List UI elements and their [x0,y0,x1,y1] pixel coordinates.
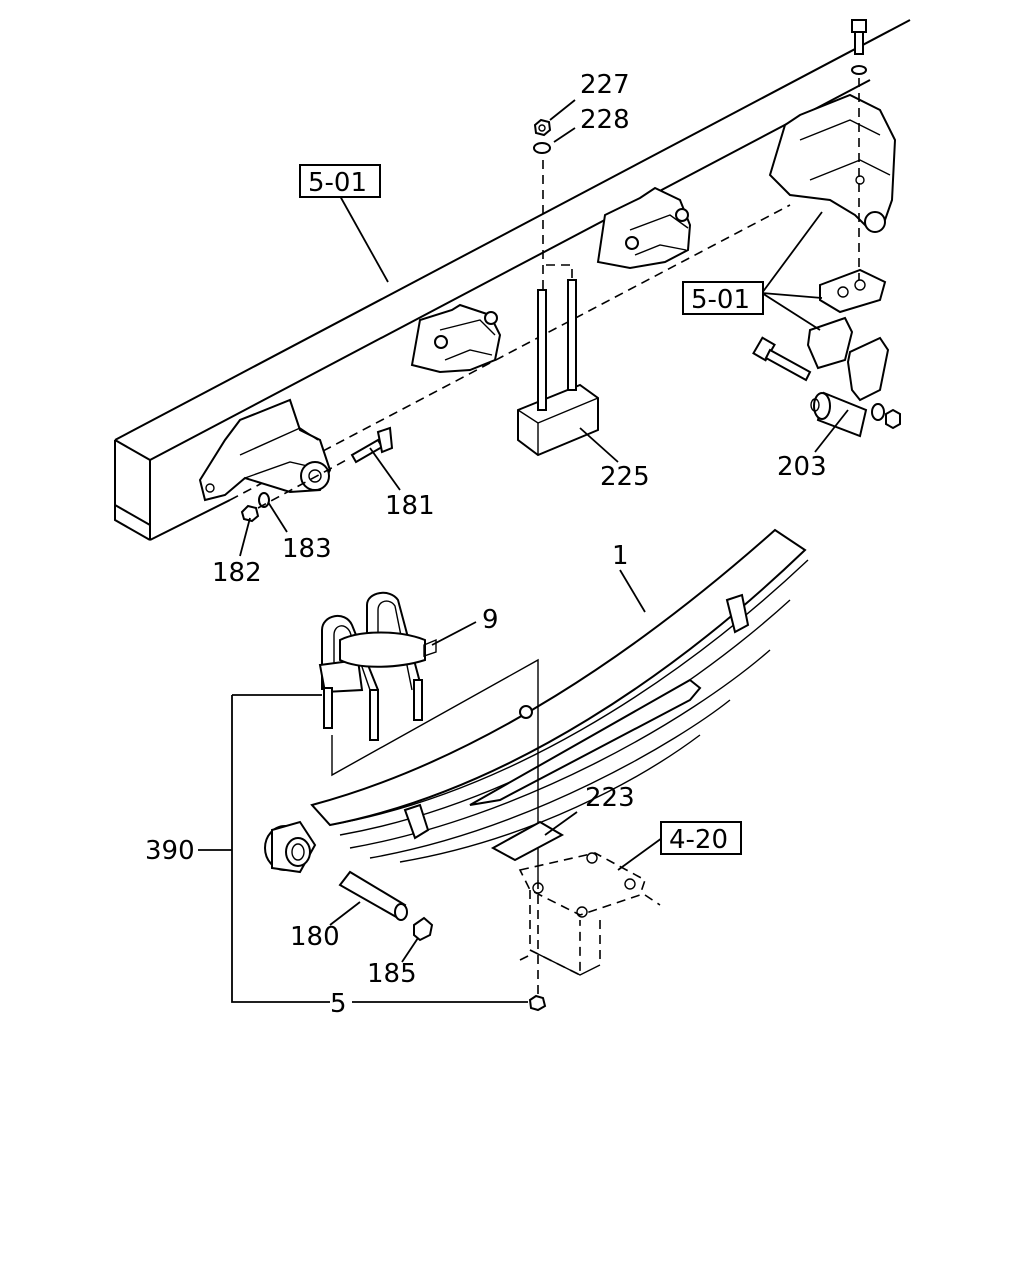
leader-181 [369,447,401,491]
rear-spring-hanger [768,93,897,402]
ref-box-frame-top [299,164,381,198]
callout-5: 5 [330,989,347,1019]
grease-nipple-185 [413,916,434,942]
callout-181: 181 [385,491,435,521]
leader-225 [579,427,619,463]
u-bolts-9 [318,591,437,741]
leader-183 [267,501,288,533]
nut-5 [528,994,547,1012]
rear-hanger-bolt [851,19,867,280]
axle-seat [518,852,661,977]
leader-203 [814,409,849,453]
leaf-spring-1 [264,528,809,874]
callout-ref-frame-top: 5-01 [308,168,367,198]
leader-5-01-right [761,211,823,331]
bolt-181 [350,426,394,464]
callout-185: 185 [367,959,417,989]
leader-227 [549,99,576,121]
callout-9: 9 [482,605,499,635]
u-bolt-guide-line [331,658,539,880]
leader-182 [239,517,251,557]
leader-223 [544,811,578,836]
bump-stopper-225 [517,264,599,457]
shackle-bolt-and-bushing-203 [752,336,901,438]
nut-227 [533,118,552,137]
spring-pin-180 [338,870,408,921]
middle-bracket-1 [410,303,502,374]
front-spring-hanger [198,398,332,502]
frame-rail [114,19,911,541]
washer-228 [533,142,551,154]
leader-180 [329,901,361,926]
ref-box-axle [660,821,742,855]
leader-390-bracket [198,694,330,1003]
callout-228: 228 [580,105,630,135]
leader-228 [553,127,576,143]
leader-4-20 [617,837,663,871]
leader-1 [619,569,646,613]
callout-223: 223 [585,783,635,813]
leader-5-01-top [339,195,389,283]
callout-ref-frame-right: 5-01 [691,285,750,315]
leader-9 [431,621,477,646]
front-pin-dashed-axis [257,457,351,509]
leader-185 [401,937,419,963]
callout-ref-axle: 4-20 [669,825,728,855]
ref-box-frame-right [682,281,764,315]
middle-bracket-2 [596,186,692,270]
washer-183 [258,492,270,508]
spacer-plate-223 [490,820,565,862]
callout-1: 1 [612,541,629,571]
callout-227: 227 [580,70,630,100]
callout-203: 203 [777,452,827,482]
callout-390: 390 [145,836,195,866]
callout-180: 180 [290,922,340,952]
callout-225: 225 [600,462,650,492]
callout-182: 182 [212,558,262,588]
nut-182 [240,504,260,523]
callout-183: 183 [282,534,332,564]
